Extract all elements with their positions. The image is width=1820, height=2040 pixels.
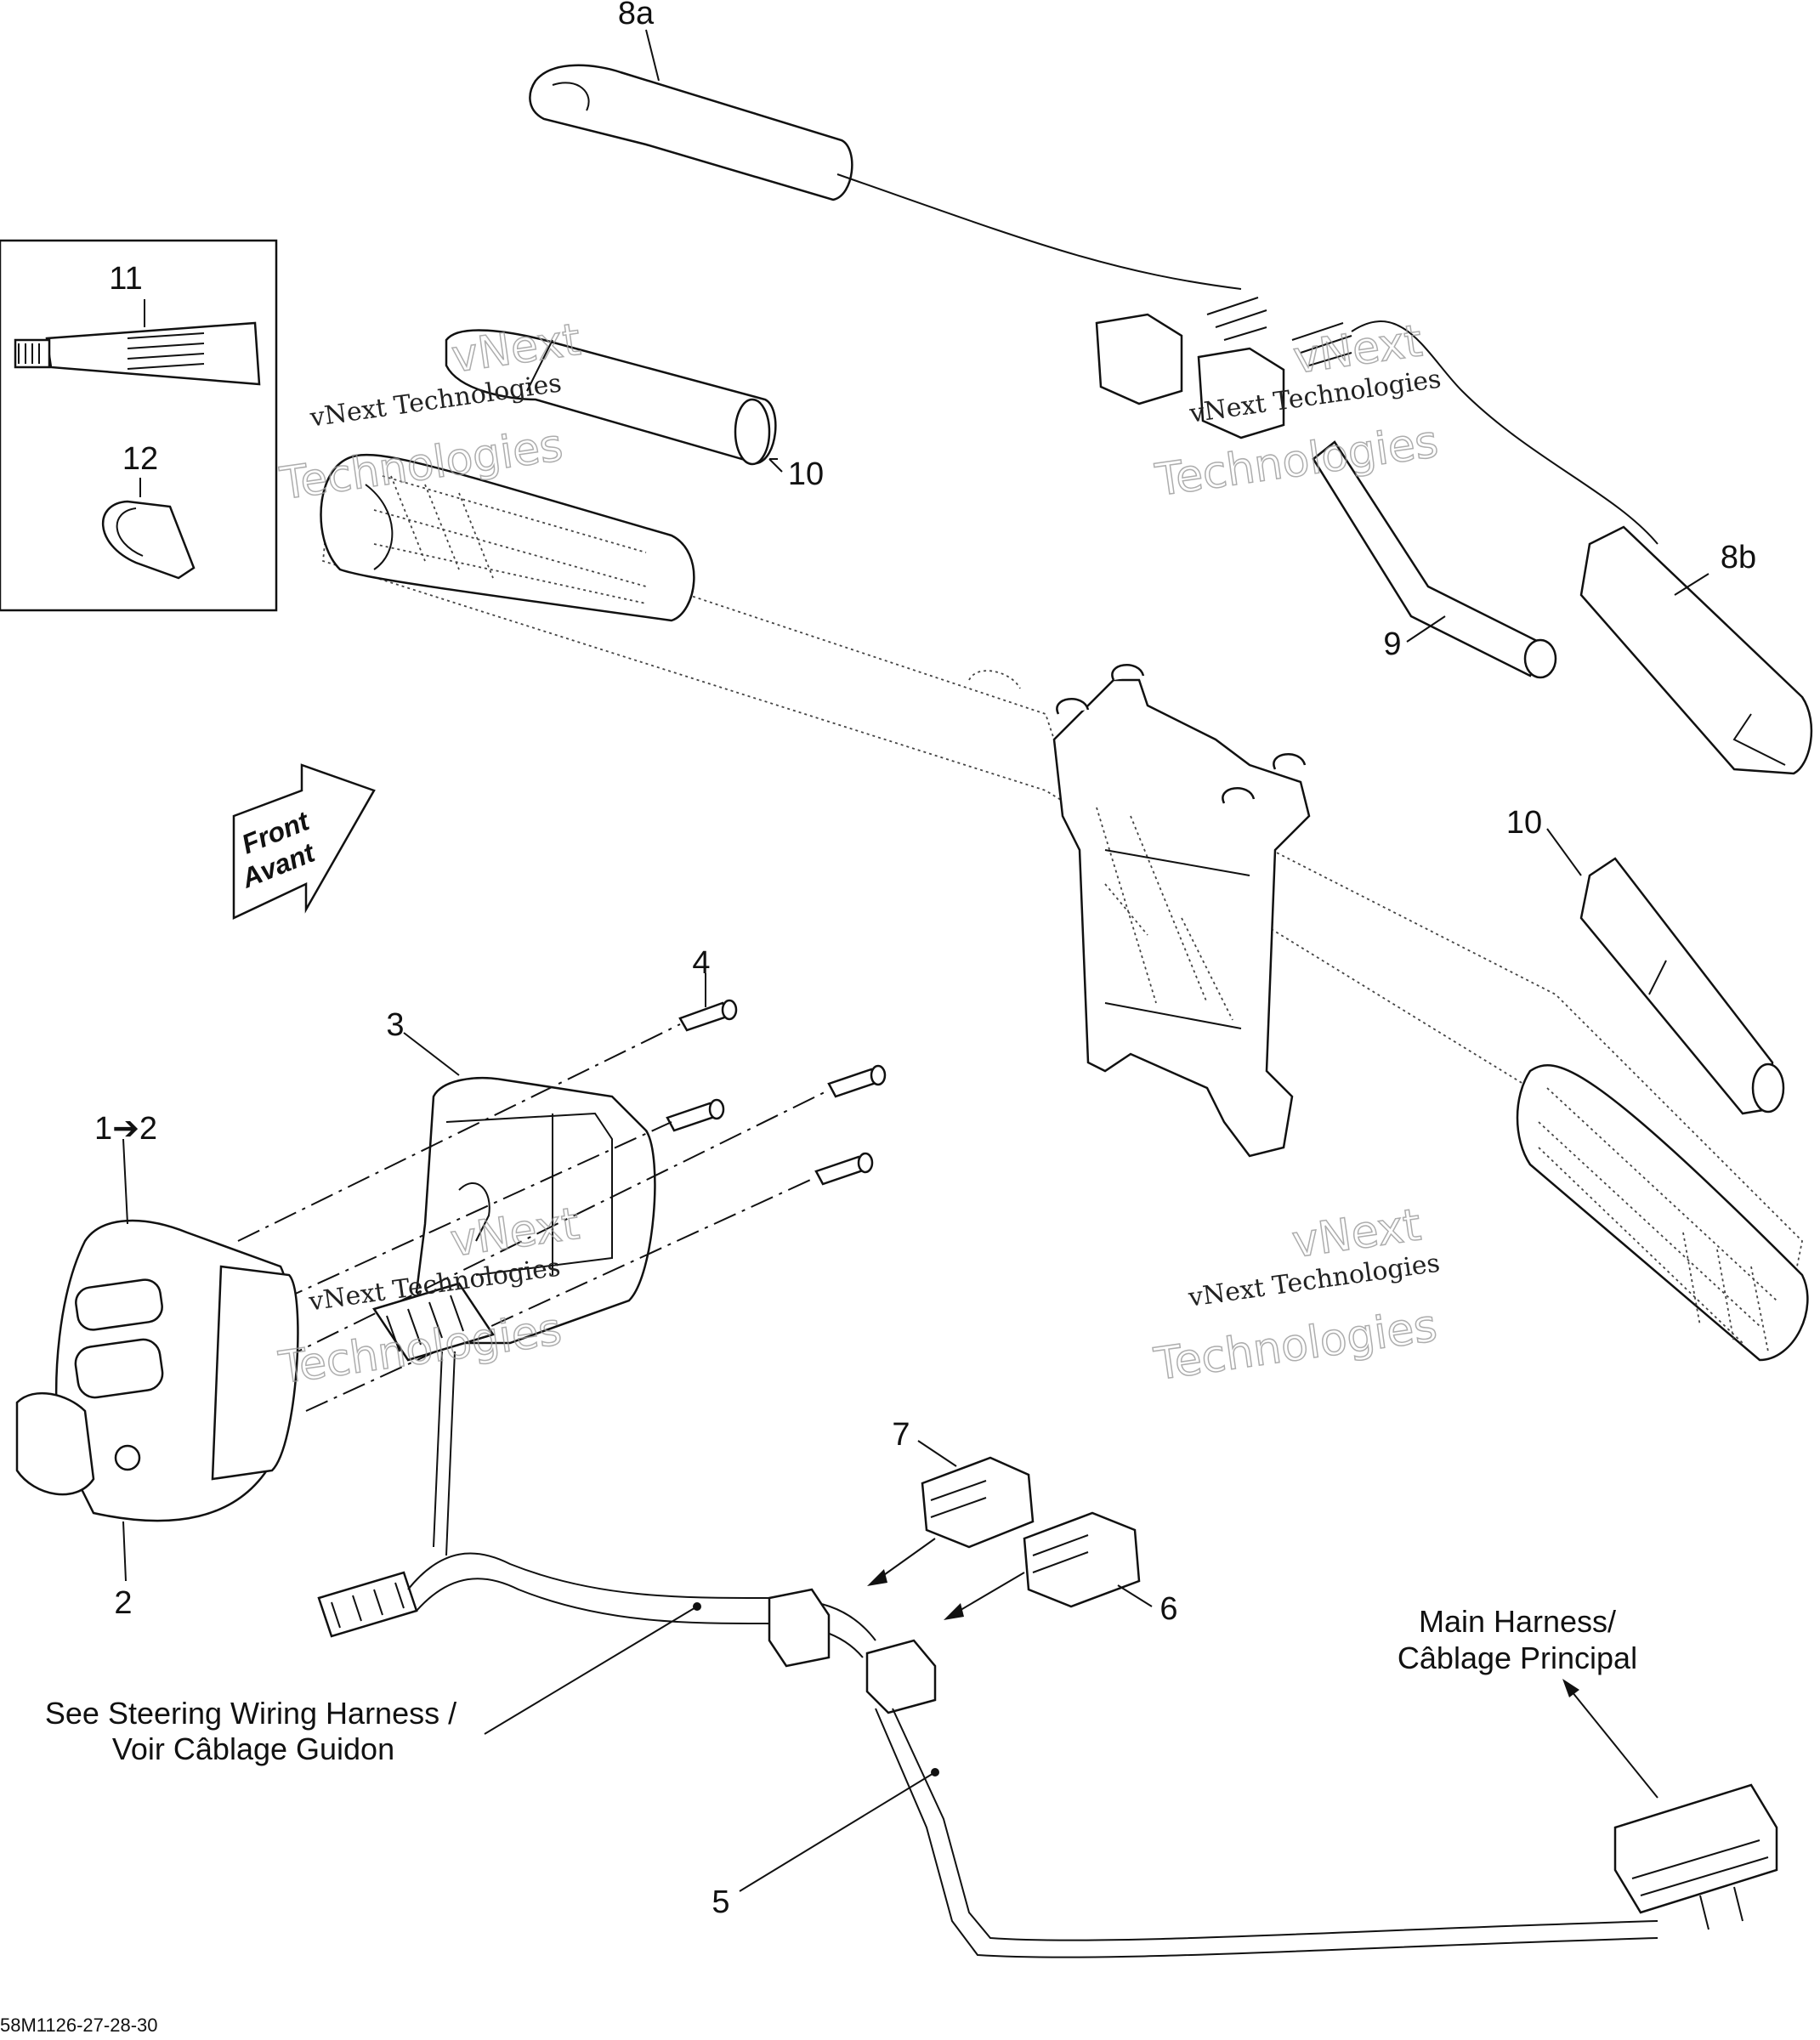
part-9-bar bbox=[1312, 440, 1557, 679]
screws-4 bbox=[666, 999, 887, 1186]
clamp-12 bbox=[102, 500, 196, 580]
part-7-connector bbox=[867, 1456, 1035, 1586]
notes: Main Harness/ Câblage Principal See Stee… bbox=[45, 1604, 1637, 1766]
label-6: 6 bbox=[1159, 1591, 1177, 1627]
part-1-switch-module bbox=[15, 1219, 299, 1522]
label-7: 7 bbox=[892, 1417, 910, 1453]
lubricant-tube bbox=[14, 321, 261, 386]
part-8b-heating-element bbox=[1579, 525, 1813, 775]
label-9: 9 bbox=[1383, 626, 1401, 662]
label-10-right: 10 bbox=[1506, 805, 1542, 841]
part-labels: 8a 8b 10 9 10 4 3 1➔2 2 7 6 5 bbox=[94, 0, 1756, 1920]
part-3-housing bbox=[415, 1076, 656, 1345]
main-harness-note-line1: Main Harness/ bbox=[1419, 1604, 1616, 1639]
part-8a-heating-element bbox=[529, 64, 1242, 290]
part-10-right bbox=[1579, 857, 1785, 1115]
left-grip bbox=[320, 453, 695, 622]
reference-code: 58M1126-27-28-30 bbox=[0, 2014, 158, 2036]
riser-clamp bbox=[1052, 664, 1311, 1158]
label-1-2: 1➔2 bbox=[94, 1111, 157, 1147]
label-4: 4 bbox=[692, 945, 710, 981]
handlebar bbox=[322, 474, 1803, 1328]
part-10-top bbox=[445, 329, 777, 466]
label-12: 12 bbox=[122, 441, 158, 477]
label-8a: 8a bbox=[618, 0, 655, 31]
watermark-text-1: vNext Technologies bbox=[308, 368, 564, 433]
front-arrow: Front Avant bbox=[232, 763, 376, 920]
part-6-connector bbox=[944, 1511, 1141, 1620]
main-harness-note-line2: Câblage Principal bbox=[1398, 1640, 1637, 1675]
label-10-top: 10 bbox=[788, 456, 824, 492]
watermark-tech-4: Technologies bbox=[1151, 1300, 1440, 1391]
assembly-centerlines bbox=[237, 1023, 825, 1412]
steering-harness-note-line1: See Steering Wiring Harness / bbox=[45, 1696, 456, 1731]
label-11: 11 bbox=[109, 261, 142, 297]
inset-box: 11 12 bbox=[0, 239, 278, 612]
label-2: 2 bbox=[114, 1585, 132, 1621]
watermark-tech-2: Technologies bbox=[1152, 416, 1441, 507]
label-8b: 8b bbox=[1721, 540, 1756, 575]
label-3: 3 bbox=[386, 1007, 404, 1043]
leader-lines bbox=[122, 29, 1709, 1892]
part-5-harness bbox=[317, 1282, 1778, 1958]
steering-harness-note-line2: Voir Câblage Guidon bbox=[112, 1731, 394, 1766]
right-grip bbox=[1516, 1064, 1809, 1362]
heater-connectors bbox=[1095, 297, 1658, 545]
label-5: 5 bbox=[712, 1884, 729, 1920]
